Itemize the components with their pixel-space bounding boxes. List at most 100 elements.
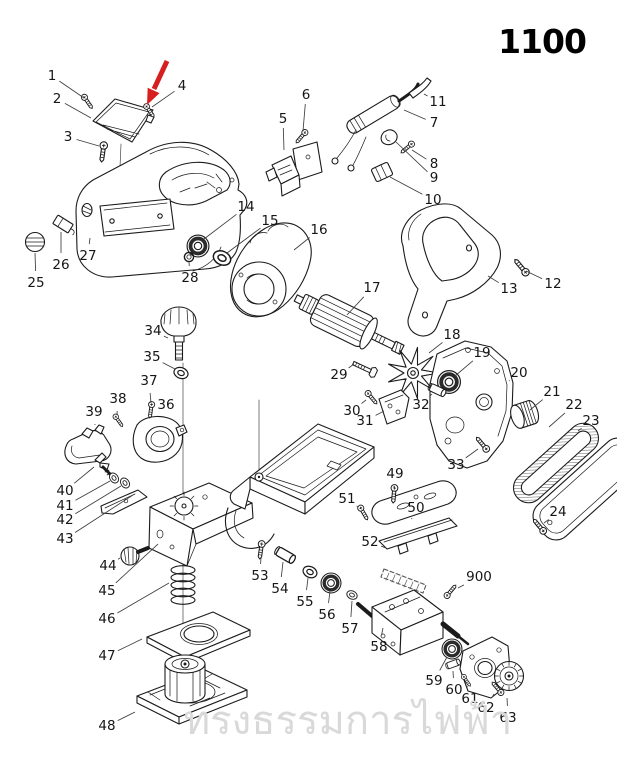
part-label-33: 33 xyxy=(447,457,464,473)
stator-art xyxy=(229,222,312,318)
leader-line-44 xyxy=(117,557,121,560)
part-label-40: 40 xyxy=(56,483,73,499)
leader-line-10 xyxy=(389,176,423,195)
part-label-48: 48 xyxy=(98,718,115,734)
part-label-15: 15 xyxy=(261,213,278,229)
leader-line-11 xyxy=(423,93,428,97)
leader-line-50 xyxy=(411,517,413,520)
part-label-14: 14 xyxy=(237,199,254,215)
screw-glyph-51 xyxy=(356,503,371,522)
leader-line-16 xyxy=(293,237,310,251)
leader-line-59 xyxy=(439,656,448,671)
part-label-6: 6 xyxy=(302,87,311,103)
screw-glyph-6 xyxy=(293,127,310,146)
holder-plate-art xyxy=(378,389,410,425)
leader-line-58 xyxy=(381,627,384,636)
part-label-19: 19 xyxy=(473,345,490,361)
part-label-53: 53 xyxy=(251,568,268,584)
callout-layer: 1234567891011121314151617181920212223242… xyxy=(27,68,599,734)
leader-line-30 xyxy=(361,399,367,404)
part-label-20: 20 xyxy=(510,365,527,381)
washer-glyph-35 xyxy=(171,364,191,382)
part-label-43: 43 xyxy=(56,531,73,547)
part-label-1: 1 xyxy=(48,68,57,84)
part-label-32: 32 xyxy=(412,397,429,413)
part-label-51: 51 xyxy=(338,491,355,507)
leader-line-29 xyxy=(348,363,355,369)
part-label-9: 9 xyxy=(430,170,439,186)
part-label-60: 60 xyxy=(445,682,462,698)
screw-glyph-1 xyxy=(79,92,96,111)
leader-line-33 xyxy=(465,448,479,459)
leader-line-54 xyxy=(280,561,284,578)
pin-glyph-60 xyxy=(444,658,462,670)
part-label-26: 26 xyxy=(52,257,69,273)
base-underside-art xyxy=(120,546,251,725)
depth-knob-art xyxy=(160,306,197,361)
part-label-29: 29 xyxy=(330,367,347,383)
part-label-38: 38 xyxy=(109,391,126,407)
cutter-drum-art xyxy=(356,589,470,656)
part-label-28: 28 xyxy=(181,270,198,286)
leader-line-27 xyxy=(88,237,91,245)
leader-line-20 xyxy=(508,380,510,382)
part-label-56: 56 xyxy=(318,607,335,623)
leader-line-32 xyxy=(429,393,433,397)
part-label-46: 46 xyxy=(98,611,115,627)
drive-pulley-art xyxy=(510,399,540,429)
leader-line-7 xyxy=(403,109,426,120)
part-label-25: 25 xyxy=(27,275,44,291)
bolt-glyph-29 xyxy=(350,357,379,380)
model-number-title: 1100 xyxy=(498,22,586,61)
part-label-900: 900 xyxy=(466,569,492,585)
part-label-61: 61 xyxy=(461,691,478,707)
screw-glyph-900 xyxy=(442,582,459,601)
front-base-art xyxy=(148,482,275,567)
part-label-35: 35 xyxy=(143,349,160,365)
part-label-2: 2 xyxy=(53,91,62,107)
screw-glyph-37 xyxy=(146,400,156,419)
leader-line-45 xyxy=(115,543,159,584)
leader-line-40 xyxy=(73,466,95,484)
part-label-10: 10 xyxy=(424,192,441,208)
leader-line-34 xyxy=(163,335,169,339)
leader-line-9 xyxy=(395,141,428,173)
part-label-59: 59 xyxy=(425,673,442,689)
part-label-54: 54 xyxy=(271,581,288,597)
armature-art xyxy=(293,294,405,355)
part-label-44: 44 xyxy=(99,558,116,574)
bearing-glyph-59 xyxy=(440,637,464,661)
carbon-brush-art xyxy=(24,214,75,253)
belt-art xyxy=(512,422,600,504)
part-label-4: 4 xyxy=(178,78,187,94)
part-label-34: 34 xyxy=(144,323,161,339)
leader-line-46 xyxy=(117,582,170,614)
screw-glyph-38 xyxy=(111,412,126,429)
part-label-52: 52 xyxy=(361,534,378,550)
pin-glyph-54 xyxy=(272,545,298,565)
part-label-21: 21 xyxy=(543,384,560,400)
leader-line-22 xyxy=(548,412,566,428)
bearing-glyph-56 xyxy=(319,571,343,595)
leader-line-4 xyxy=(151,90,175,108)
blade-set-art xyxy=(371,480,458,594)
washer-glyph-42 xyxy=(118,475,132,491)
leader-line-3 xyxy=(76,139,100,147)
leader-line-900 xyxy=(457,584,465,589)
leader-line-15 xyxy=(226,227,261,254)
leader-line-12 xyxy=(525,270,543,280)
leader-line-23 xyxy=(577,427,582,432)
leader-line-24 xyxy=(543,519,549,524)
leader-line-6 xyxy=(302,103,306,132)
screw-glyph-3 xyxy=(97,140,109,163)
part-label-11: 11 xyxy=(429,94,446,110)
part-label-36: 36 xyxy=(157,397,174,413)
leader-line-1 xyxy=(59,80,85,99)
part-label-39: 39 xyxy=(85,404,102,420)
bearing-glyph-14 xyxy=(185,233,211,259)
part-label-63: 63 xyxy=(499,710,516,726)
part-label-12: 12 xyxy=(544,276,561,292)
part-label-17: 17 xyxy=(363,280,380,296)
